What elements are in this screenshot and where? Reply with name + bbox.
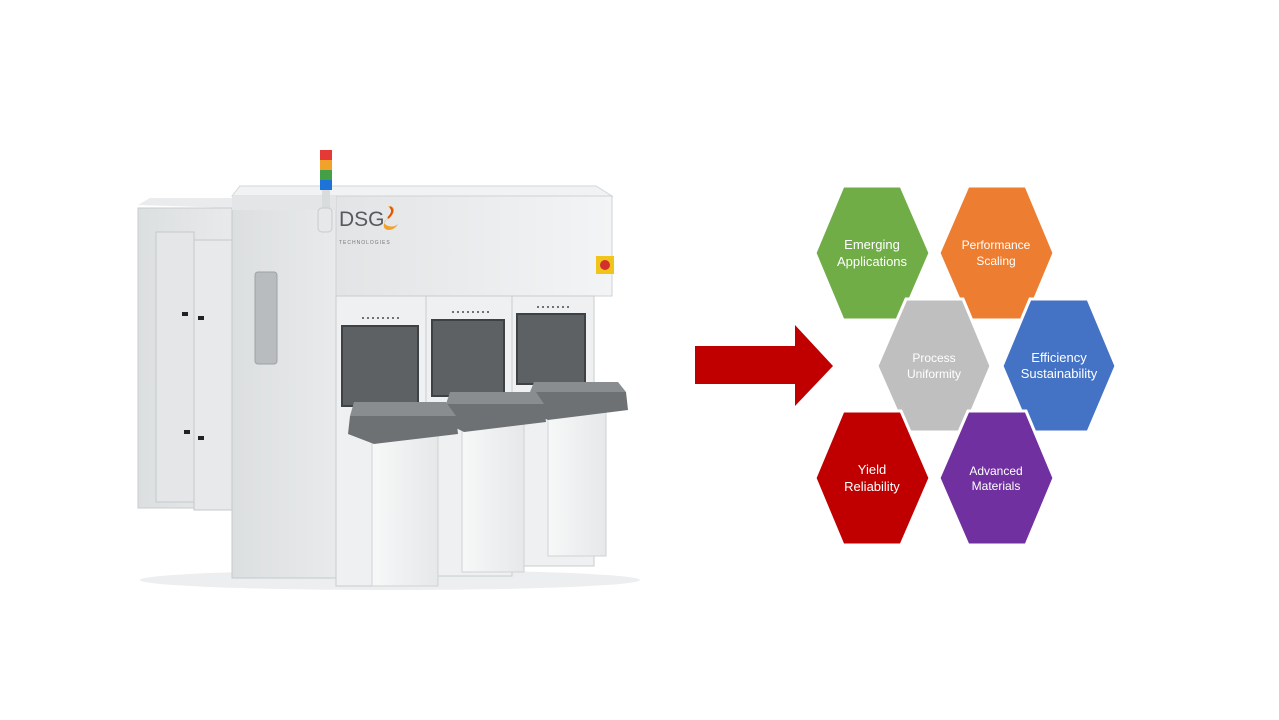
hexagon-yield-reliability: Yield Reliability	[813, 409, 932, 547]
rear-module-door-left	[155, 231, 195, 503]
port-window	[431, 319, 505, 397]
hexagon-label: Performance	[962, 238, 1031, 252]
hexagon-label: Advanced	[969, 464, 1022, 478]
signal-tower	[317, 150, 333, 233]
load-port-pedestal	[371, 431, 439, 587]
door-handle	[182, 312, 188, 316]
brand-logo-subtext: TECHNOLOGIES	[339, 240, 391, 246]
load-port-pedestal	[461, 419, 525, 573]
door-handle	[198, 436, 204, 440]
load-port-tray	[348, 402, 458, 444]
side-window	[254, 271, 278, 365]
main-body-top	[230, 185, 614, 197]
hexagon-efficiency-sustainability: Efficiency Sustainability	[1000, 297, 1118, 434]
hexagon-shape	[937, 409, 1056, 547]
hexagon-label: Efficiency	[1031, 350, 1087, 365]
rear-module-door-right	[193, 239, 235, 511]
equipment-illustration: DSG TECHNOLOGIES	[137, 150, 640, 590]
hexagon-label: Process	[912, 351, 955, 365]
hexagon-shape	[1000, 297, 1118, 434]
hexagon-label: Uniformity	[907, 367, 961, 381]
hexagon-label: Materials	[972, 479, 1021, 493]
hexagon-advanced-materials: Advanced Materials	[937, 409, 1056, 547]
hexagon-shape	[813, 409, 932, 547]
hexagon-label: Reliability	[844, 479, 900, 494]
door-handle	[184, 430, 190, 434]
emergency-stop-button	[600, 260, 610, 270]
port-window	[341, 325, 419, 407]
hexagon-performance-scaling: Performance Scaling	[937, 184, 1056, 322]
brand-logo-swoosh	[387, 206, 394, 219]
hexagon-emerging-applications: Emerging Applications	[813, 184, 932, 322]
vent-dots	[362, 306, 569, 319]
hexagon-label: Scaling	[976, 254, 1015, 268]
flow-arrow	[695, 325, 833, 406]
hexagon-label: Applications	[837, 254, 908, 269]
hexagon-label: Sustainability	[1021, 366, 1098, 381]
brand-logo-swoosh	[383, 206, 398, 230]
rear-module-top	[138, 198, 236, 208]
main-body-left-upper	[232, 196, 336, 210]
load-port-pedestal	[547, 409, 607, 557]
brand-logo-text: DSG	[339, 208, 385, 231]
load-port-tray	[528, 382, 628, 420]
port-window	[516, 313, 586, 385]
hexagon-cluster: Emerging Applications Performance Scalin…	[813, 184, 1118, 547]
hexagon-label: Yield	[858, 462, 886, 477]
main-body-side	[231, 207, 337, 579]
door-handle	[198, 316, 204, 320]
hexagon-label: Emerging	[844, 237, 900, 252]
load-port-tray	[444, 392, 546, 432]
